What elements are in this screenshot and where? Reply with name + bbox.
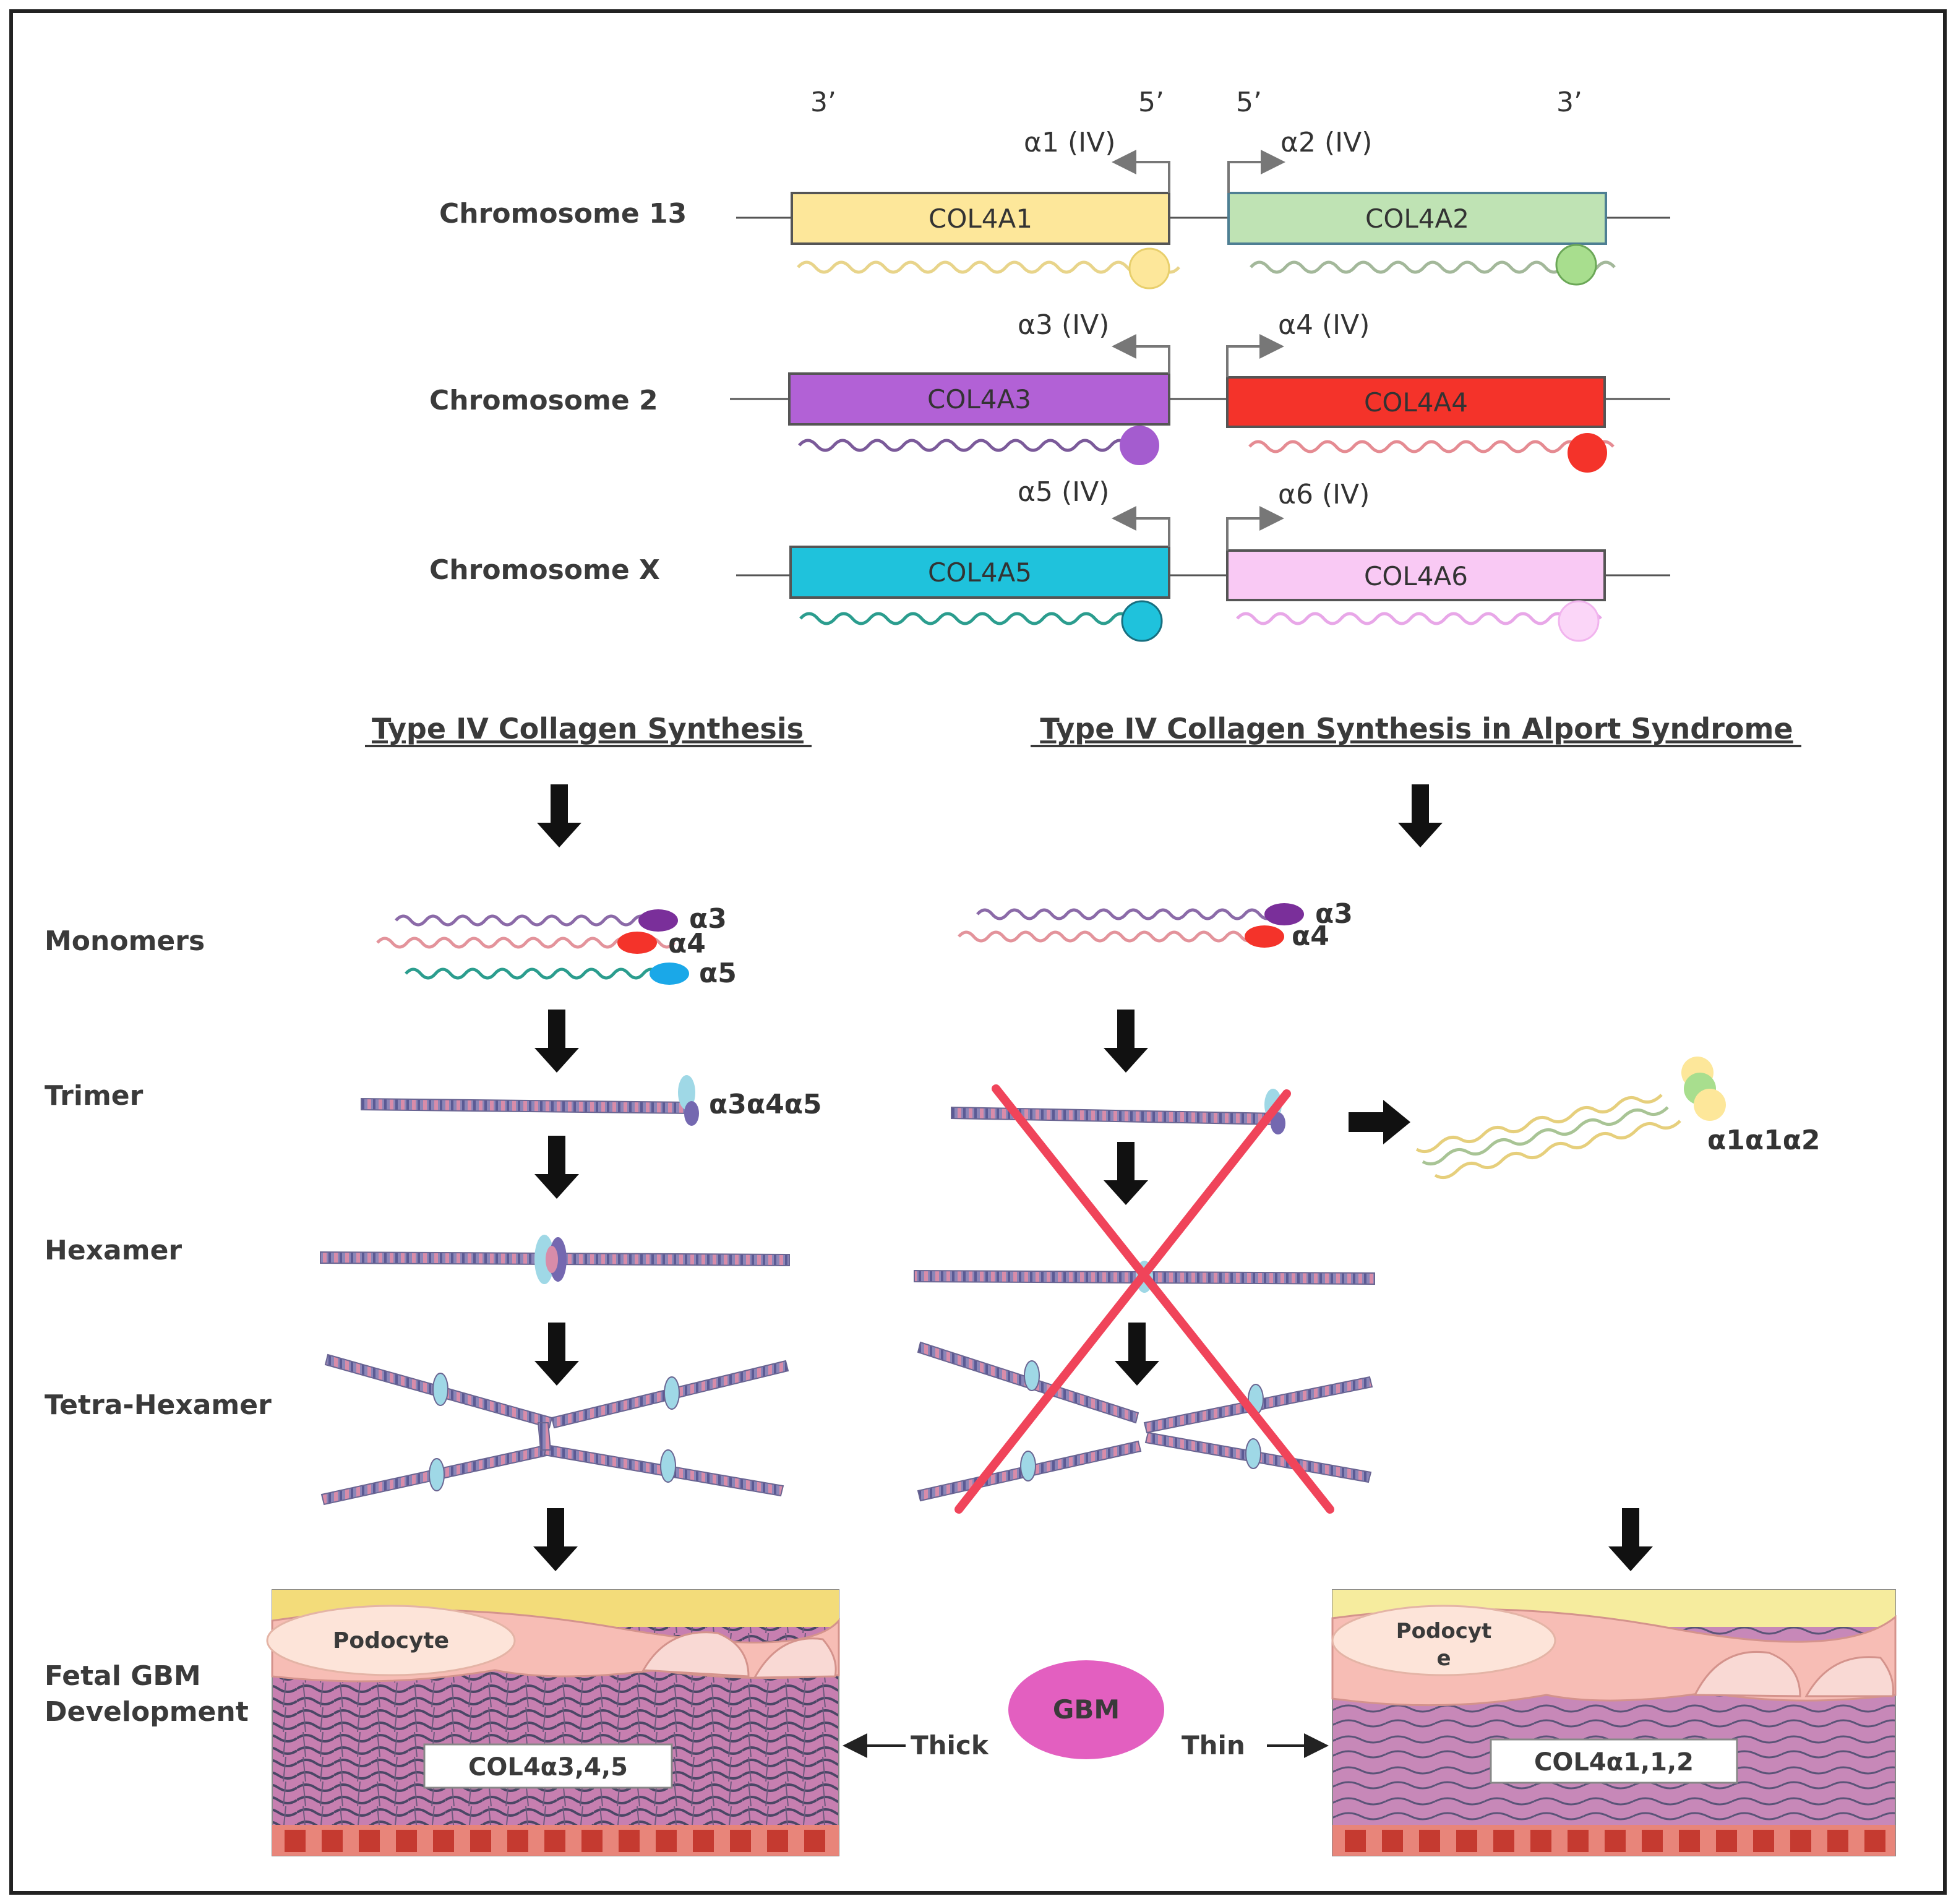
normal-gbm-composition: COL4α3,4,5 [468, 1753, 628, 1782]
flow-arrows [533, 784, 1653, 1571]
normal-synthesis-title: Type IV Collagen Synthesis [372, 712, 804, 745]
gbm-center-label: GBM [1053, 1694, 1120, 1725]
normal-alpha5-label: α5 [699, 958, 737, 989]
alport-gbm-panel: Podocyt e COL4α1,1,2 [1331, 1589, 1897, 1856]
normal-arrow-5 [533, 1508, 578, 1571]
alpha3-chain-label: α3 (IV) [1018, 309, 1109, 341]
normal-arrow-4 [534, 1323, 579, 1386]
alpha5-nc1-domain [1121, 600, 1163, 642]
chromosome-x-row: Chromosome X COL4A5 COL4A6 α5 (IV) α6 (I… [429, 476, 1670, 642]
alpha5-chain-wave [799, 612, 1148, 625]
alpha6-nc1-domain [1558, 600, 1600, 642]
normal-trimer-label: α3α4α5 [709, 1089, 822, 1120]
alpha1-nc1-domain [1128, 247, 1170, 289]
alpha4-promoter-arrow [1226, 334, 1284, 377]
fetal-gbm-label-1: Fetal GBM [45, 1660, 201, 1692]
alpha3-chain-wave [798, 439, 1147, 452]
col4a4-gene-box [1226, 376, 1606, 428]
alport-gbm-composition: COL4α1,1,2 [1534, 1748, 1694, 1777]
col4a6-label: COL4A6 [1364, 561, 1468, 591]
alpha4-nc1-domain [1568, 433, 1607, 473]
alpha6-promoter-arrow [1226, 506, 1284, 551]
alternative-trimer-arrow [1349, 1100, 1410, 1144]
col4a5-gene-box [789, 546, 1170, 599]
figure-frame [9, 9, 1947, 1895]
alport-podocyte-label-1: Podocyt [1396, 1619, 1492, 1644]
monomers-label: Monomers [45, 925, 205, 957]
left-5prime-label: 5’ [1138, 87, 1164, 118]
alport-synthesis-title: Type IV Collagen Synthesis in Alport Syn… [1040, 712, 1793, 745]
alport-arrow-4 [1115, 1323, 1159, 1386]
col4a1-label: COL4A1 [929, 204, 1032, 234]
normal-trimer: α3α4α5 [361, 1075, 822, 1126]
alpha2-nc1-domain [1555, 244, 1597, 286]
alport-arrow-1 [1398, 784, 1443, 847]
alpha1-chain-label: α1 (IV) [1024, 127, 1115, 158]
normal-alpha4-label: α4 [668, 928, 706, 959]
alpha1-promoter-arrow [1112, 150, 1170, 193]
right-5prime-label: 5’ [1236, 87, 1262, 118]
gbm-ellipse [1008, 1660, 1164, 1759]
col4a6-gene-box [1226, 549, 1606, 601]
alport-arrow-5 [1608, 1508, 1653, 1571]
alport-arrow-2 [1104, 1010, 1148, 1073]
alpha5-promoter-arrow [1112, 506, 1170, 547]
alport-alpha4-label: α4 [1292, 920, 1329, 952]
fetal-gbm-label-2: Development [45, 1696, 249, 1728]
thin-label: Thin [1182, 1730, 1245, 1760]
alport-alpha3-label: α3 [1315, 898, 1353, 930]
trimer-label: Trimer [45, 1080, 144, 1112]
alport-failure-cross [954, 1084, 1334, 1514]
alpha5-chain-label: α5 (IV) [1018, 476, 1109, 508]
alport-arrow-3 [1104, 1142, 1148, 1205]
normal-tetra-hexamer [320, 1353, 789, 1506]
alpha3-promoter-arrow [1112, 334, 1170, 374]
alpha6-chain-label: α6 (IV) [1278, 479, 1370, 510]
hexamer-label: Hexamer [45, 1235, 182, 1266]
tetra-hexamer-label: Tetra-Hexamer [45, 1389, 272, 1421]
normal-hexamer [320, 1235, 790, 1284]
alpha1-chain-wave [797, 260, 1180, 274]
gbm-comparison: GBM Thick Thin [843, 1660, 1329, 1760]
alpha3-nc1-domain [1120, 426, 1159, 465]
col4a1-gene-box [791, 192, 1170, 245]
col4a2-label: COL4A2 [1365, 204, 1469, 234]
col4a3-label: COL4A3 [927, 384, 1031, 414]
chromosome-13-label: Chromosome 13 [439, 198, 687, 229]
col4a4-label: COL4A4 [1364, 387, 1468, 418]
alpha2-chain-wave [1250, 260, 1616, 274]
normal-arrow-2 [534, 1010, 579, 1073]
alternative-trimer-label: α1α1α2 [1707, 1125, 1821, 1156]
chromosome-13-row: Chromosome 13 COL4A1 COL4A2 α1 (IV) α2 (… [439, 127, 1670, 289]
thick-label: Thick [911, 1730, 989, 1760]
alpha1-alpha1-alpha2-trimer: α1α1α2 [1415, 1057, 1821, 1180]
alpha4-chain-wave [1248, 440, 1615, 453]
normal-arrow-1 [537, 784, 581, 847]
normal-alpha3-label: α3 [689, 903, 727, 935]
alpha2-chain-label: α2 (IV) [1280, 127, 1372, 158]
chromosome-x-label: Chromosome X [429, 554, 660, 586]
alpha4-chain-label: α4 (IV) [1278, 309, 1370, 341]
normal-gbm-panel: Podocyte COL4α3,4,5 [266, 1589, 840, 1856]
normal-monomers: α3 α4 α5 [376, 903, 737, 989]
chromosome-2-label: Chromosome 2 [429, 385, 658, 416]
alport-monomers: α3 α4 [958, 898, 1353, 952]
col4a5-label: COL4A5 [928, 557, 1032, 588]
col4a2-gene-box [1227, 192, 1607, 245]
right-3prime-label: 3’ [1556, 87, 1582, 118]
alpha6-chain-wave [1236, 612, 1602, 625]
alport-podocyte-label-2: e [1436, 1646, 1451, 1671]
col4a3-gene-box [788, 372, 1170, 426]
normal-arrow-3 [534, 1136, 579, 1199]
left-3prime-label: 3’ [810, 87, 836, 118]
alpha2-promoter-arrow [1227, 150, 1285, 193]
chromosome-2-row: Chromosome 2 COL4A3 COL4A4 α3 (IV) α4 (I… [429, 309, 1670, 473]
normal-podocyte-label: Podocyte [333, 1628, 449, 1653]
